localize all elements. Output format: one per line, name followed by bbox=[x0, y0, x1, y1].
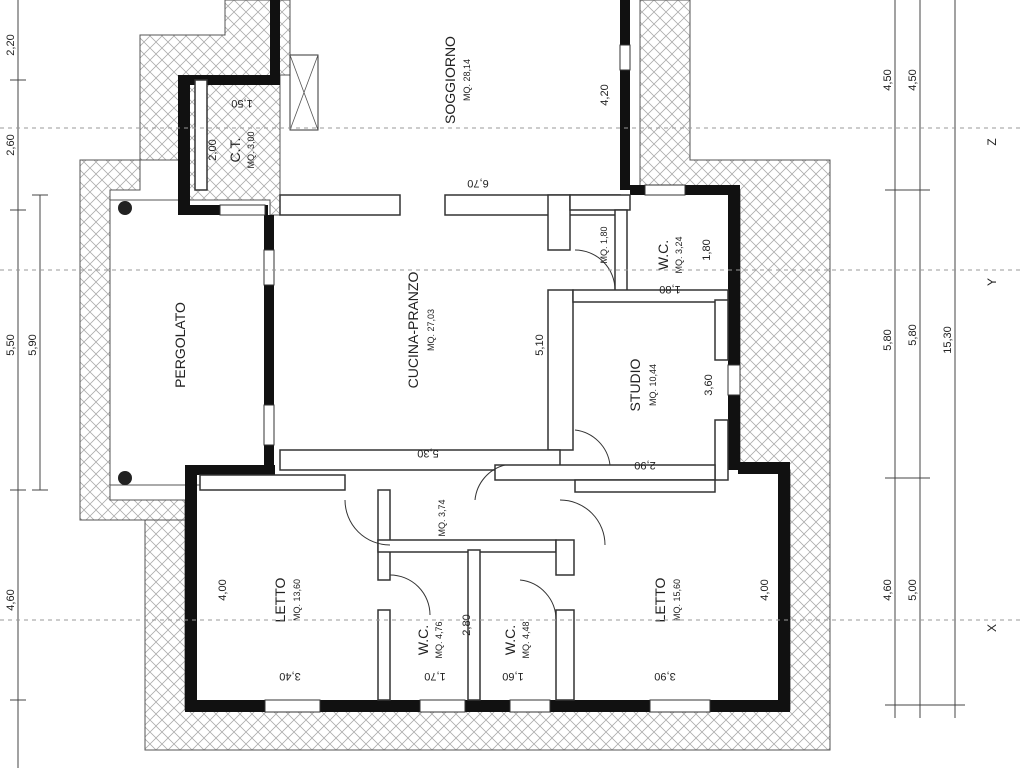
dim-cucina-width: 5,30 bbox=[417, 447, 438, 459]
dim-right-b1: 5,80 bbox=[882, 329, 894, 350]
room-label-cucina: CUCINA-PRANZO bbox=[405, 272, 421, 389]
right-dimension-chain: 4,50 4,50 5,80 5,80 15,30 4,60 5,00 bbox=[882, 0, 965, 718]
axis-label-y: Y bbox=[985, 278, 999, 286]
room-area-disimpegno: MQ. 3,74 bbox=[437, 499, 447, 536]
room-label-studio: STUDIO bbox=[627, 358, 643, 411]
room-area-soggiorno: MQ. 28,14 bbox=[462, 59, 472, 101]
axis-label-x: X bbox=[985, 624, 999, 632]
dim-right-total: 15,30 bbox=[942, 326, 954, 354]
dim-right-c1: 4,60 bbox=[882, 579, 894, 600]
inner-dimensions: 1,50 2,00 6,70 4,20 1,80 1,80 5,10 5,30 … bbox=[207, 84, 771, 682]
dim-letto-right-width: 3,90 bbox=[654, 670, 675, 682]
dim-letto-left-width: 3,40 bbox=[279, 670, 300, 682]
room-area-studio: MQ. 10,44 bbox=[648, 364, 658, 406]
dim-letto-right-depth: 4,00 bbox=[759, 579, 771, 600]
dim-letto-left-depth: 4,00 bbox=[217, 579, 229, 600]
room-area-wc-top: MQ. 3,24 bbox=[674, 236, 684, 273]
left-dimension-chain: 2,20 2,60 5,50 5,90 4,60 bbox=[5, 0, 48, 768]
dim-wc-mid-depth: 2,80 bbox=[461, 614, 473, 635]
dim-wc-right-width: 1,60 bbox=[502, 670, 523, 682]
dim-wc-mid-width: 1,70 bbox=[424, 670, 445, 682]
dim-ct-depth: 2,00 bbox=[207, 139, 219, 160]
dim-left-1: 2,20 bbox=[5, 34, 17, 55]
interior-walls bbox=[194, 79, 729, 701]
axis-label-z: Z bbox=[985, 138, 999, 145]
room-area-ct: MQ. 3,00 bbox=[246, 131, 256, 168]
dim-ct-width: 1,50 bbox=[231, 97, 252, 109]
axis-guides: Z Y X bbox=[0, 127, 1024, 632]
room-label-wc-mid: W.C. bbox=[415, 625, 431, 655]
room-label-letto-left: LETTO bbox=[272, 577, 288, 622]
room-area-wc-right: MQ. 4,48 bbox=[521, 621, 531, 658]
room-area-wc-mid: MQ. 4,76 bbox=[434, 621, 444, 658]
room-labels: SOGGIORNO MQ. 28,14 C.T. MQ. 3,00 CUCINA… bbox=[227, 36, 684, 659]
room-label-wc-right: W.C. bbox=[502, 625, 518, 655]
room-area-letto-left: MQ. 13,60 bbox=[292, 579, 302, 621]
room-label-ct: C.T. bbox=[227, 138, 243, 163]
room-label-pergolato: PERGOLATO bbox=[172, 302, 188, 388]
room-label-letto-right: LETTO bbox=[652, 577, 668, 622]
dim-wc-top-width: 1,80 bbox=[659, 283, 680, 295]
dim-wc-top-depth: 1,80 bbox=[701, 239, 713, 260]
dim-left-5: 4,60 bbox=[5, 589, 17, 610]
pergola: PERGOLATO bbox=[109, 199, 271, 486]
exterior-walls bbox=[178, 0, 790, 712]
room-area-letto-right: MQ. 15,60 bbox=[672, 579, 682, 621]
dim-studio-width: 2,90 bbox=[634, 459, 655, 471]
room-label-wc-top: W.C. bbox=[655, 240, 671, 270]
dim-right-a1: 4,50 bbox=[882, 69, 894, 90]
dim-soggiorno-width: 6,70 bbox=[467, 177, 488, 189]
room-label-soggiorno: SOGGIORNO bbox=[442, 36, 458, 124]
dim-left-3: 5,50 bbox=[5, 334, 17, 355]
dim-right-a2: 4,50 bbox=[907, 69, 919, 90]
room-area-cucina: MQ. 27,03 bbox=[426, 309, 436, 351]
dim-studio-depth: 3,60 bbox=[703, 374, 715, 395]
chimney bbox=[289, 54, 319, 131]
dim-cucina-depth: 5,10 bbox=[534, 334, 546, 355]
windows bbox=[219, 44, 741, 713]
dim-right-c2: 5,00 bbox=[907, 579, 919, 600]
door-swings bbox=[344, 249, 616, 621]
dim-right-b2: 5,80 bbox=[907, 324, 919, 345]
dim-left-2: 2,60 bbox=[5, 134, 17, 155]
room-area-disimpegno-top: MQ. 1,80 bbox=[599, 226, 609, 263]
dim-soggiorno-depth: 4,20 bbox=[599, 84, 611, 105]
dim-left-4: 5,90 bbox=[27, 334, 39, 355]
